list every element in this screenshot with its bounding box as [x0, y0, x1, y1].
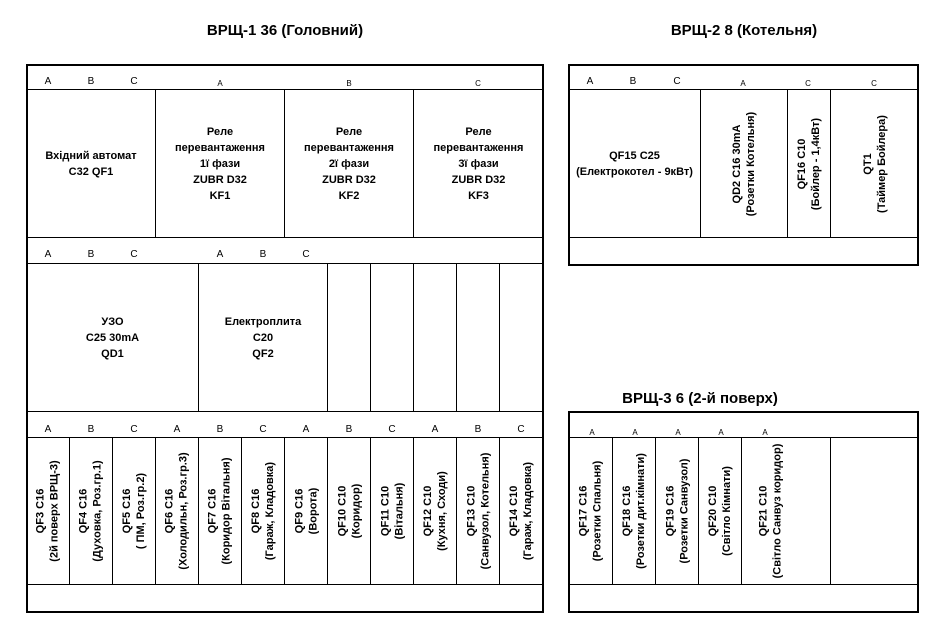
timer-qt1: QT1(Таймер Бойлера): [861, 114, 888, 213]
phase-label: A: [632, 428, 638, 437]
phase-label: C: [673, 76, 681, 87]
phase-label: C: [130, 424, 138, 435]
phase-label: C: [130, 76, 138, 87]
breaker-qf16: QF16 C10(Бойлер - 1,4кВт): [796, 117, 822, 210]
phase-label: B: [259, 249, 267, 260]
breaker-qf8: QF8 C16(Гараж, Кладовка): [250, 461, 277, 561]
rcd-qd2: QD2 C16 30mA(Розетки Котельня): [731, 111, 758, 216]
phase-label: A: [589, 428, 595, 437]
breaker-qf18: QF18 C16(Розетки дит.кімнати): [621, 453, 647, 569]
vrsh2-panel: [568, 64, 919, 266]
phase-label: A: [740, 79, 746, 88]
phase-label: A: [44, 249, 52, 260]
phase-label: C: [302, 249, 310, 260]
phase-label: B: [87, 76, 95, 87]
phase-label: A: [302, 424, 310, 435]
breaker-qf19: QF19 C16(Розетки Санвузол): [664, 458, 690, 564]
vrsh3-panel: [568, 411, 919, 613]
breaker-qf20: QF20 C10(Світло Кімнати): [707, 466, 733, 556]
phase-label: B: [345, 424, 353, 435]
breaker-qf21: QF21 C10(Світло Санвуз коридор): [757, 443, 784, 579]
phase-label: A: [586, 76, 594, 87]
phase-label: A: [44, 76, 52, 87]
vrsh1-title: ВРЩ-1 36 (Головний): [206, 22, 364, 39]
phase-label: B: [629, 76, 637, 87]
breaker-qf17: QF17 C16(Розетки Спальня): [577, 460, 604, 562]
phase-label: A: [762, 428, 768, 437]
breaker-qf3: QF3 C16(2й поверх ВРЩ-3): [35, 460, 62, 562]
breaker-qf14: QF14 C10(Гараж, Кладовка): [508, 461, 535, 561]
phase-label: C: [259, 424, 267, 435]
phase-label: A: [44, 424, 52, 435]
breaker-qf6: QF6 C16(Холодильн, Роз.гр.3): [164, 452, 190, 570]
phase-label: A: [216, 249, 224, 260]
breaker-qf9: QF9 C16(Ворота): [293, 487, 320, 535]
breaker-qf7: QF7 C16(Коридор Вітальня): [207, 457, 234, 565]
phase-label: C: [130, 249, 138, 260]
breaker-qf5: QF5 C16( ПМ, Роз.гр.2): [121, 472, 148, 550]
breaker-qf10: QF10 C10(Коридор): [336, 483, 363, 539]
breaker-qf13: QF13 C10(Санвузол, Котельня): [465, 452, 491, 570]
phase-label: A: [675, 428, 681, 437]
vrsh3-title: ВРЩ-3 6 (2-й поверх): [622, 390, 778, 407]
phase-label: A: [217, 79, 223, 88]
vrsh2-title: ВРЩ-2 8 (Котельня): [670, 22, 818, 39]
phase-label: A: [173, 424, 181, 435]
phase-label: B: [216, 424, 224, 435]
breaker-qf12: QF12 C10(Кухня, Сходи): [422, 471, 449, 551]
breaker-qf11: QF11 C10(Вітальня): [379, 482, 405, 540]
breaker-qf15: QF15 C25(Електрокотел - 9кВт): [576, 149, 693, 178]
phase-label: C: [517, 424, 525, 435]
breaker-qf4: QF4 C16(Духовка, Роз.гр.1): [78, 460, 104, 562]
phase-label: C: [871, 79, 877, 88]
phase-label: B: [474, 424, 482, 435]
phase-label: B: [87, 249, 95, 260]
phase-label: B: [87, 424, 95, 435]
phase-label: B: [346, 79, 352, 88]
phase-label: C: [475, 79, 481, 88]
phase-label: C: [388, 424, 396, 435]
phase-label: C: [805, 79, 811, 88]
phase-label: A: [431, 424, 439, 435]
phase-label: A: [718, 428, 724, 437]
